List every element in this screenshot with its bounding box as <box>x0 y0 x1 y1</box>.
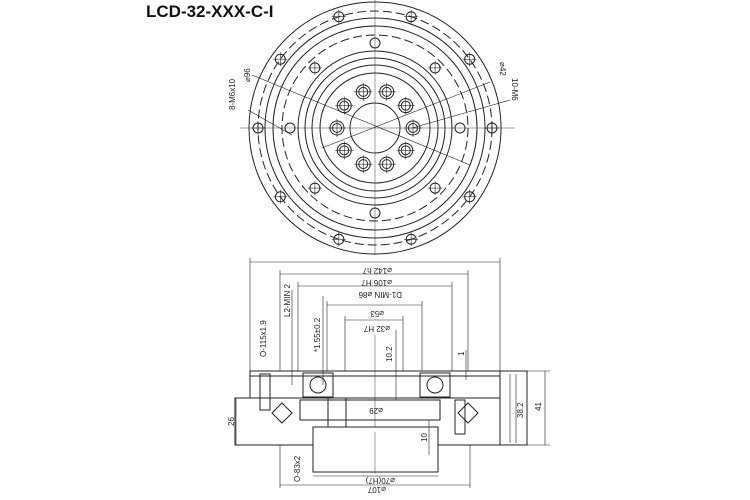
dim-10: 10 <box>420 433 429 442</box>
dim-d106: ⌀106 H7 <box>361 278 392 287</box>
dim-26: 26 <box>227 417 236 426</box>
dim-1: 1 <box>457 351 466 356</box>
dim-l2: L2-MIN 2 <box>283 284 292 317</box>
dim-d107: ⌀107 <box>367 485 386 494</box>
inner-bolt-hole <box>369 37 381 49</box>
dim-oring-top: O-115x1.9 <box>259 320 268 357</box>
dim-38-2: 38.2 <box>516 402 525 418</box>
inner-bolt-hole <box>454 122 466 134</box>
label-inner-holes: 10-M6 <box>510 78 519 101</box>
dim-d70: ⌀70(H7) <box>365 476 395 485</box>
dim-d29: ⌀29 <box>369 406 383 415</box>
dim-inner-bolt-circle: ⌀42 <box>498 62 507 76</box>
inner-bolt-hole <box>284 122 296 134</box>
side-view: ⌀142 h7 ⌀106 H7 D1-MIN ⌀86 ⌀53 ⌀32 H7 O-… <box>227 258 550 494</box>
drawing-title: LCD-32-XXX-C-I <box>146 2 274 21</box>
dim-d53: ⌀53 <box>370 309 384 318</box>
dim-41: 41 <box>534 402 543 411</box>
dim-d32: ⌀32 H7 <box>363 324 390 333</box>
dim-outer-bolt-circle: ⌀96 <box>243 68 252 82</box>
inner-bolt-hole <box>369 207 381 219</box>
dim-10-2: 10.2 <box>385 346 394 362</box>
dim-d86: D1-MIN ⌀86 <box>358 290 402 299</box>
label-outer-holes: 8-M6x10 <box>228 78 237 110</box>
front-view: ⌀96 8-M6x10 ⌀42 10-M6 <box>228 0 519 255</box>
dim-offset: *1.55±0.2 <box>313 317 322 352</box>
dim-d142: ⌀142 h7 <box>362 266 392 275</box>
dim-oring-bottom: O-83x2 <box>293 455 302 482</box>
